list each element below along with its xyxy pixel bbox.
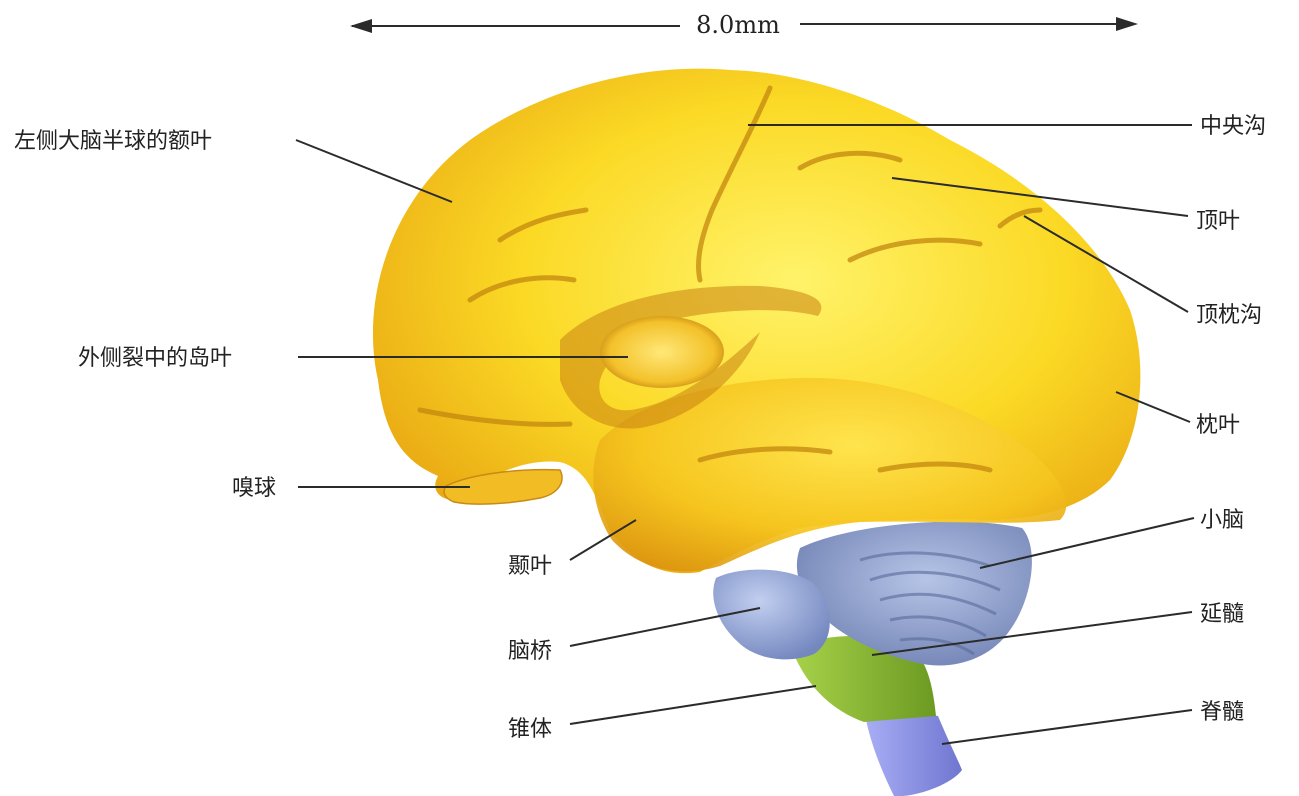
- arrow-right-icon: [1116, 17, 1138, 31]
- label-frontal-lobe: 左侧大脑半球的额叶: [14, 129, 212, 154]
- leader-pyramid: [570, 686, 816, 724]
- label-temporal-lobe: 颞叶: [508, 554, 552, 579]
- label-central-sulcus: 中央沟: [1200, 114, 1266, 139]
- label-occipital-lobe: 枕叶: [1196, 413, 1240, 438]
- brain-illustration: [373, 69, 1140, 796]
- label-medulla: 延髓: [1200, 602, 1244, 627]
- arrow-left-icon: [350, 19, 372, 33]
- label-parieto-occipital-sulcus: 顶枕沟: [1196, 303, 1262, 328]
- label-pyramid: 锥体: [508, 717, 552, 742]
- leader-frontal-lobe: [296, 140, 452, 202]
- label-spinal-cord: 脊髓: [1200, 700, 1244, 725]
- label-olfactory-bulb: 嗅球: [232, 476, 276, 501]
- leader-spinal-cord: [942, 710, 1192, 744]
- spinal-cord: [866, 714, 962, 796]
- label-pons: 脑桥: [508, 639, 552, 664]
- scale-bar: 8.0mm: [350, 11, 1138, 39]
- label-cerebellum: 小脑: [1200, 508, 1244, 533]
- scale-label: 8.0mm: [696, 11, 780, 39]
- insula: [600, 316, 724, 388]
- label-insula: 外侧裂中的岛叶: [78, 346, 232, 371]
- label-parietal-lobe: 顶叶: [1196, 209, 1240, 234]
